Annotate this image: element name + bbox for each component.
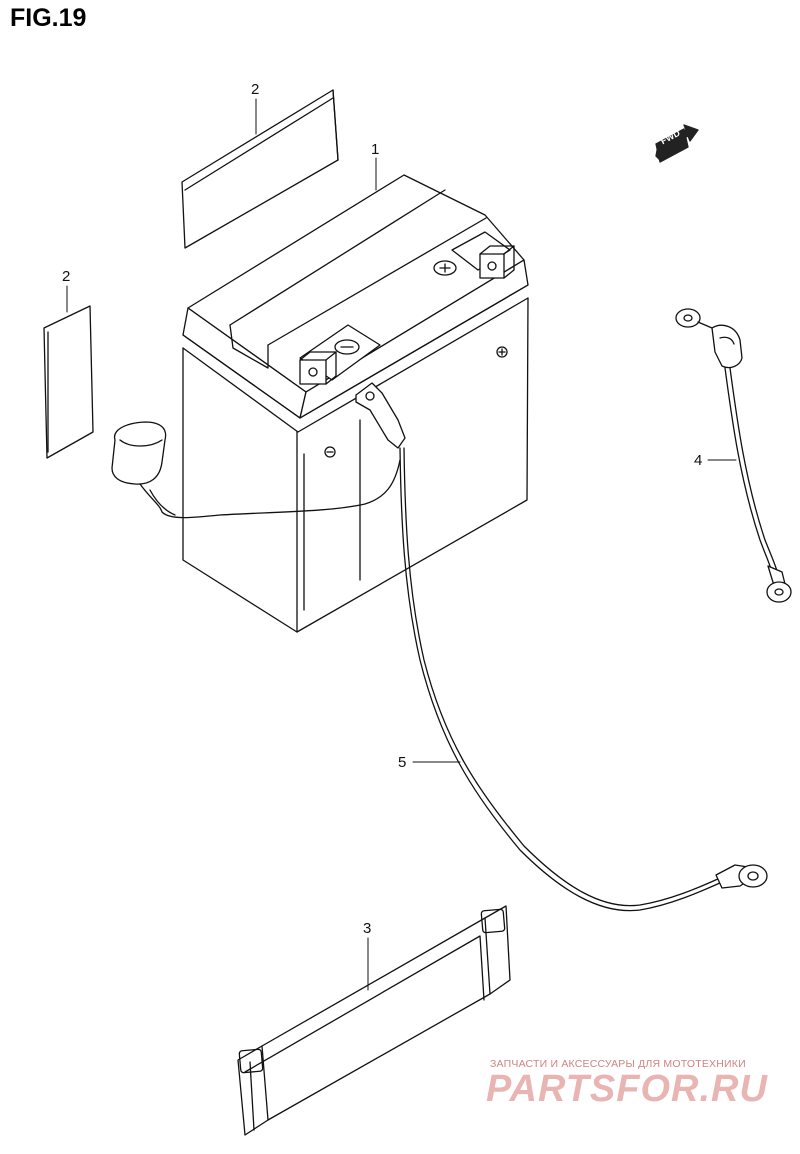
callout-lead-short: 4: [694, 452, 703, 469]
callout-lead-long: 5: [398, 754, 407, 771]
battery-drawing: [183, 175, 528, 632]
lead-long-drawing: [356, 383, 767, 911]
plus-symbol-top: [434, 261, 456, 275]
plus-symbol-side: [497, 347, 507, 357]
label-left-drawing: [44, 306, 93, 458]
negative-terminal: [300, 352, 336, 384]
minus-symbol: [335, 340, 359, 354]
callout-band: 3: [363, 920, 372, 937]
lead-short-drawing: [676, 309, 791, 602]
figure-title: FIG.19: [10, 4, 87, 32]
callout-label-top: 2: [251, 81, 260, 98]
callout-battery: 1: [371, 141, 380, 158]
band-drawing: [238, 906, 510, 1135]
callout-label-left: 2: [62, 268, 71, 285]
watermark-caption: ЗАПЧАСТИ И АКСЕССУАРЫ ДЛЯ МОТОТЕХНИКИ: [490, 1058, 746, 1070]
leader-lines: [67, 99, 736, 990]
breather-tube-drawing: [112, 422, 400, 518]
label-top-drawing: [182, 90, 338, 248]
watermark-logo: PARTSFOR.RU: [486, 1068, 768, 1110]
minus-symbol-side: [325, 447, 335, 457]
positive-terminal: [480, 246, 514, 278]
fwd-arrow-icon: [656, 125, 698, 162]
